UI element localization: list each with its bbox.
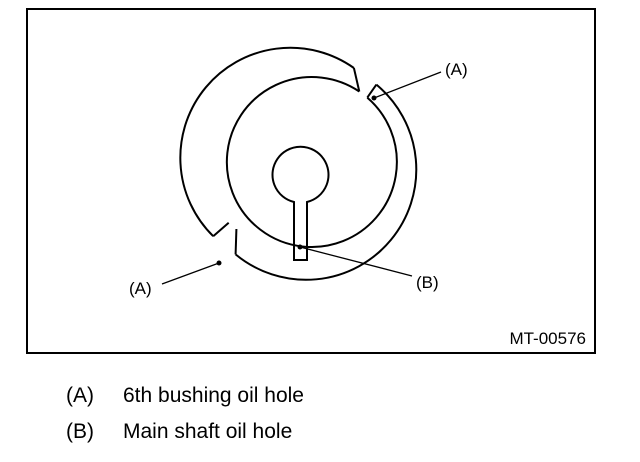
shaft-bushing-diagram: (A) (A) (B) MT-00576 xyxy=(129,46,586,348)
callout-a-bottom: (A) xyxy=(129,279,152,298)
leader-line-b xyxy=(299,246,413,277)
legend-text: Main shaft oil hole xyxy=(123,420,293,443)
leader-line-a-top xyxy=(373,71,442,99)
legend-key: (B) xyxy=(66,420,94,443)
oil-slot-bottom-wall-1 xyxy=(234,228,238,255)
leader-line-a-bottom xyxy=(161,262,220,285)
callout-b: (B) xyxy=(416,273,439,292)
leader-dot-b xyxy=(297,244,303,250)
figure-code: MT-00576 xyxy=(509,329,586,348)
callout-a-top: (A) xyxy=(445,60,468,79)
oil-slot-top-wall-2 xyxy=(352,67,361,92)
oil-slot-top-wall-1 xyxy=(366,84,378,99)
leader-dot-a-top xyxy=(371,95,377,101)
main-shaft-oil-passage xyxy=(271,145,330,261)
oil-slot-bottom-wall-2 xyxy=(212,222,230,237)
figure-frame: (A) (A) (B) MT-00576 xyxy=(26,8,596,354)
bushing-outer-arc-right xyxy=(234,83,418,281)
leader-dot-a-bottom xyxy=(216,260,222,266)
legend: (A) 6th bushing oil hole (B) Main shaft … xyxy=(66,384,586,456)
legend-key: (A) xyxy=(66,384,94,407)
bushing-inner-arc-right xyxy=(225,76,398,249)
legend-text: 6th bushing oil hole xyxy=(123,384,304,407)
legend-item-b: (B) Main shaft oil hole xyxy=(66,420,586,456)
bushing-outer-arc-left xyxy=(179,46,355,237)
legend-item-a: (A) 6th bushing oil hole xyxy=(66,384,586,420)
